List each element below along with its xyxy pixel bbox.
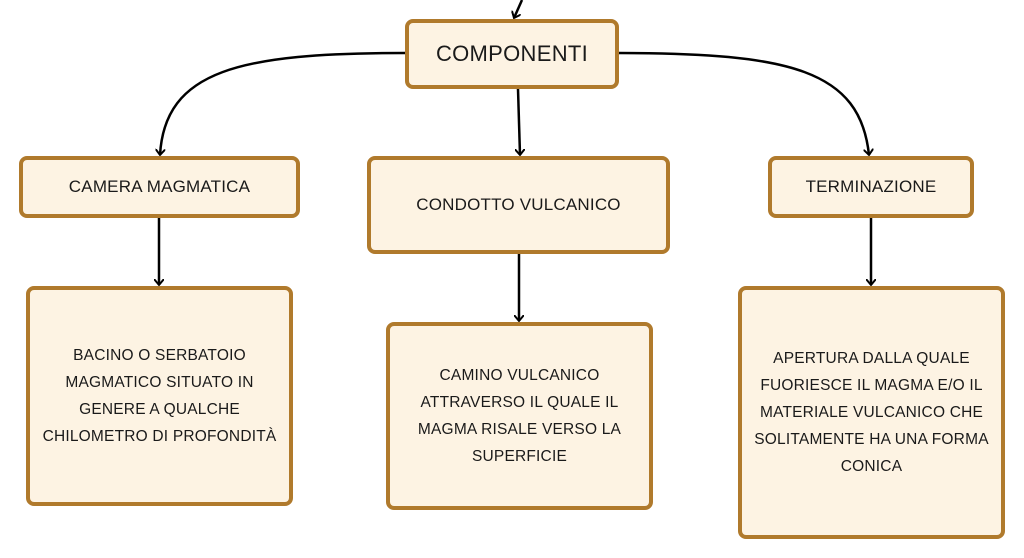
connector-root-to-camera bbox=[160, 51, 406, 155]
connector-root-to-condotto bbox=[518, 88, 520, 155]
node-camera-magmatica[interactable]: CAMERA MAGMATICA bbox=[19, 156, 300, 218]
connector-root-to-terminazione bbox=[617, 51, 869, 155]
node-terminazione-description-text: APERTURA DALLA QUALE FUORIESCE IL MAGMA … bbox=[754, 350, 989, 475]
node-terminazione-label: TERMINAZIONE bbox=[805, 177, 937, 196]
node-camera-magmatica-description[interactable]: BACINO O SERBATOIO MAGMATICO SITUATO IN … bbox=[26, 286, 293, 506]
node-camera-magmatica-description-text: BACINO O SERBATOIO MAGMATICO SITUATO IN … bbox=[42, 347, 277, 445]
node-root-label: COMPONENTI bbox=[435, 41, 589, 66]
node-condotto-vulcanico-description-text: CAMINO VULCANICO ATTRAVERSO IL QUALE IL … bbox=[417, 367, 622, 465]
node-terminazione-description[interactable]: APERTURA DALLA QUALE FUORIESCE IL MAGMA … bbox=[738, 286, 1005, 539]
node-condotto-vulcanico-label: CONDOTTO VULCANICO bbox=[416, 195, 621, 214]
node-root-componenti[interactable]: COMPONENTI bbox=[405, 19, 619, 89]
node-condotto-vulcanico[interactable]: CONDOTTO VULCANICO bbox=[367, 156, 670, 254]
node-camera-magmatica-label: CAMERA MAGMATICA bbox=[68, 177, 251, 196]
incoming-connector bbox=[514, 0, 524, 18]
node-terminazione[interactable]: TERMINAZIONE bbox=[768, 156, 974, 218]
node-condotto-vulcanico-description[interactable]: CAMINO VULCANICO ATTRAVERSO IL QUALE IL … bbox=[386, 322, 653, 510]
